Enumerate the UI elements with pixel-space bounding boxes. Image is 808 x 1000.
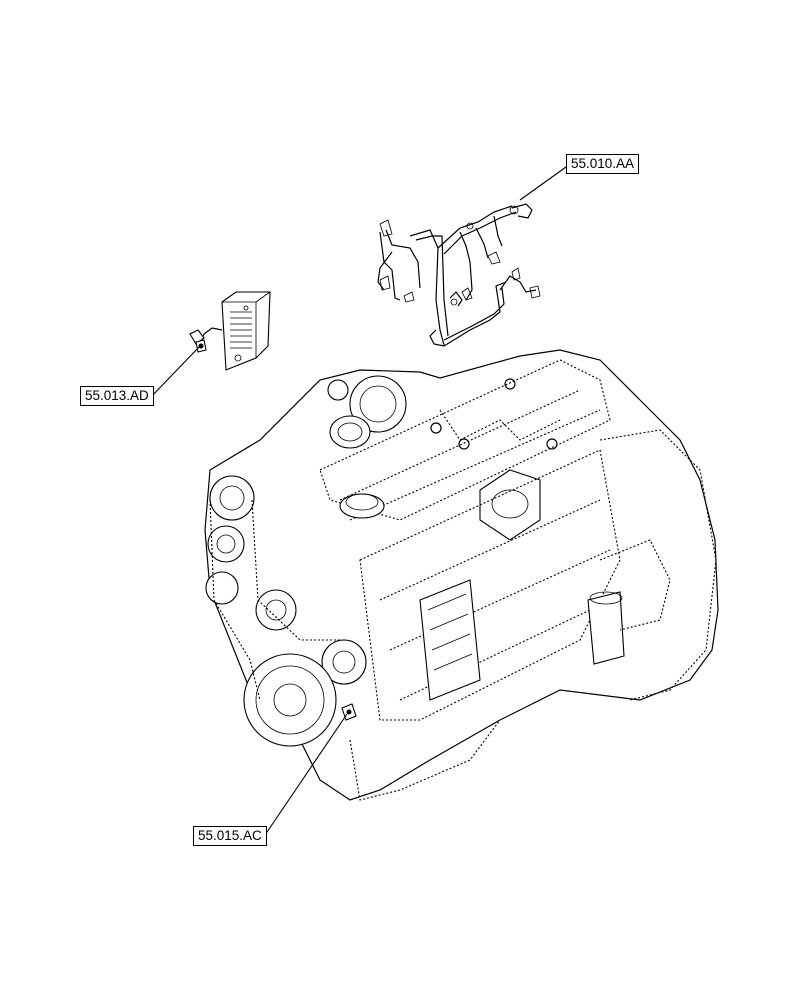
- callout-wiring-harness[interactable]: 55.010.AA: [566, 154, 640, 174]
- leader-line-ecu: [149, 345, 201, 399]
- leader-line-harness: [519, 166, 567, 201]
- callout-ecu-module[interactable]: 55.013.AD: [80, 386, 154, 406]
- engine-block-drawing: [204, 349, 719, 801]
- wiring-harness-drawing: [377, 203, 541, 347]
- leader-line-sensor: [262, 713, 348, 839]
- callout-sensor[interactable]: 55.015.AC: [193, 826, 267, 846]
- ecu-module-drawing: [189, 291, 271, 371]
